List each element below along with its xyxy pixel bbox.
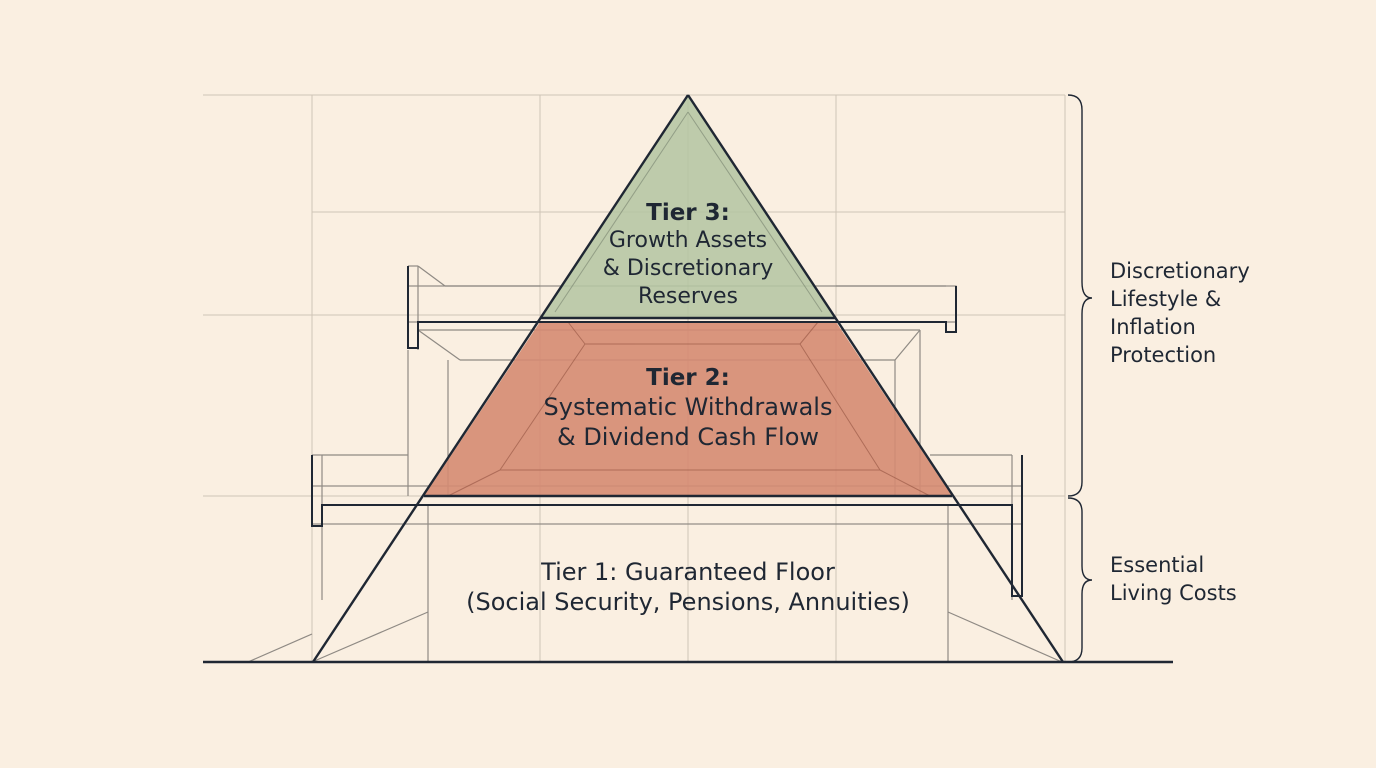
tier2-label: Tier 2: Systematic Withdrawals & Dividen…	[488, 364, 888, 452]
tier1-line2: (Social Security, Pensions, Annuities)	[466, 588, 910, 616]
tier3-title: Tier 3:	[646, 200, 730, 226]
structure-line	[894, 329, 921, 361]
bracket-lower-label: Essential Living Costs	[1110, 551, 1237, 607]
structure-line	[417, 329, 461, 361]
structure-line	[247, 633, 313, 663]
pyramid-outline	[203, 94, 1173, 664]
bracket-upper-line1: Discretionary	[1110, 259, 1250, 283]
pyramid-left-edge	[311, 94, 690, 663]
structure-line	[311, 611, 429, 663]
structure-line	[417, 265, 446, 287]
inner-line	[447, 469, 501, 497]
upper-deck-outline	[407, 266, 957, 349]
tier2-line1: Systematic Withdrawals	[543, 393, 833, 421]
tier3-line2: & Discretionary	[602, 256, 774, 281]
tier1-label: Tier 1: Guaranteed Floor (Social Securit…	[438, 557, 938, 617]
upper-brace	[1067, 94, 1093, 497]
bracket-upper-line2: Lifestyle &	[1110, 287, 1222, 311]
tier2-title: Tier 2:	[646, 365, 730, 391]
inner-line	[499, 343, 586, 471]
tier2-line2: & Dividend Cash Flow	[556, 423, 820, 451]
tier-inner-lines	[554, 111, 823, 313]
inner-line	[879, 469, 931, 497]
bracket-upper-line3: Inflation	[1110, 315, 1196, 339]
tier3-label: Tier 3: Growth Assets & Discretionary Re…	[568, 199, 808, 311]
bracket-braces	[1067, 94, 1093, 663]
bracket-lower-line1: Essential	[1110, 553, 1205, 577]
bracket-upper-label: Discretionary Lifestyle & Inflation Prot…	[1110, 257, 1250, 369]
inner-line	[799, 321, 819, 345]
tier1-line1: Tier 1: Guaranteed Floor	[541, 558, 835, 586]
inner-line	[554, 111, 689, 313]
tier2-inner-lines	[447, 321, 931, 497]
lower-brace	[1067, 497, 1093, 663]
pyramid-right-edge	[686, 94, 1065, 663]
lower-deck-outline	[311, 455, 1023, 597]
inner-line	[687, 111, 823, 313]
tier3-line3: Reserves	[638, 284, 738, 309]
tier3-fill	[540, 95, 836, 318]
inner-line	[799, 343, 881, 471]
tier2-fill	[424, 322, 952, 496]
bracket-upper-line4: Protection	[1110, 343, 1217, 367]
inner-line	[567, 321, 586, 345]
structure-line	[947, 611, 1063, 663]
bracket-lower-line2: Living Costs	[1110, 581, 1237, 605]
deck-outlines	[311, 266, 1023, 597]
tier3-line1: Growth Assets	[608, 228, 768, 253]
